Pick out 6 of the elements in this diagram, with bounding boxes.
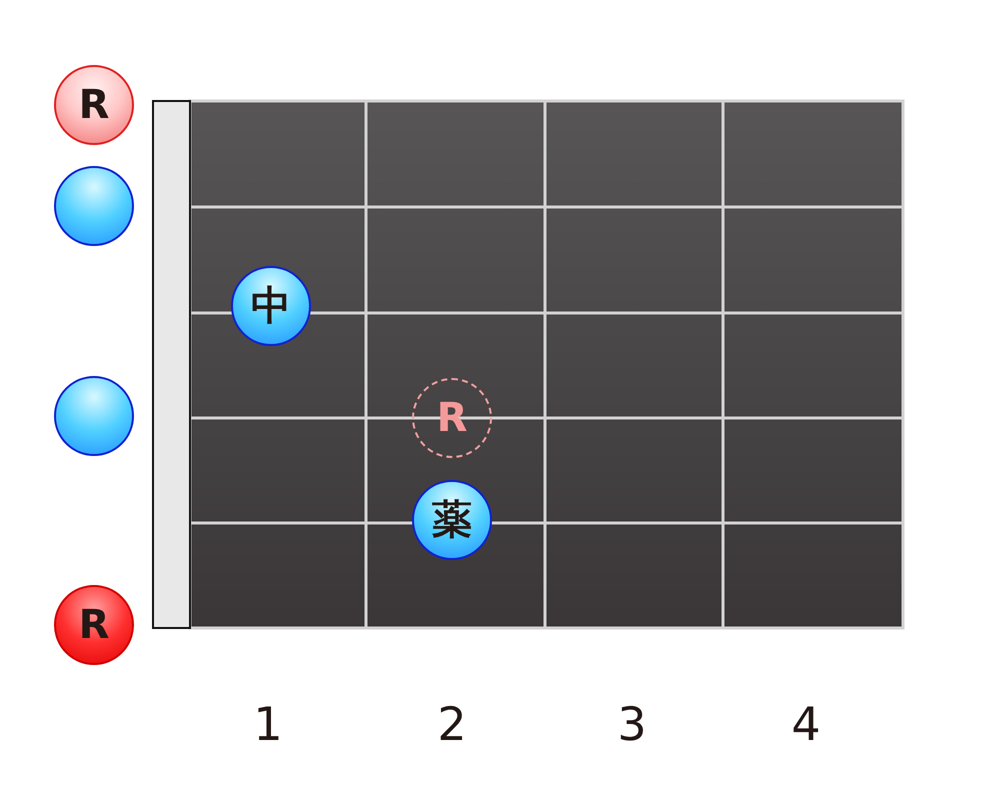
fret-number: 4 — [791, 701, 821, 747]
root-note-circle: R — [54, 585, 134, 665]
root-note-circle: R — [54, 65, 134, 145]
fret-number: 3 — [617, 701, 647, 747]
fret-number: 2 — [437, 701, 467, 747]
fret-number: 1 — [253, 701, 283, 747]
